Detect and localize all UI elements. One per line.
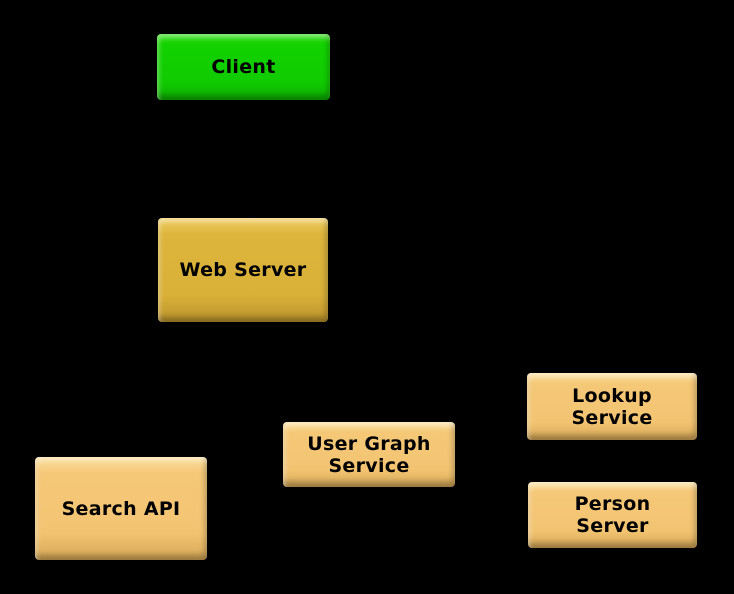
node-search-api-label: Search API (61, 497, 181, 520)
node-lookup-service: Lookup Service (527, 373, 697, 440)
node-web-server: Web Server (158, 218, 328, 322)
node-lookup-service-label: Lookup Service (571, 384, 653, 429)
node-user-graph-service-label: User Graph Service (307, 432, 431, 477)
node-search-api: Search API (35, 457, 207, 560)
node-client: Client (157, 34, 330, 100)
node-client-label: Client (211, 56, 276, 78)
node-web-server-label: Web Server (179, 259, 307, 281)
node-user-graph-service: User Graph Service (283, 422, 455, 487)
node-person-server-label: Person Server (574, 493, 651, 537)
node-person-server: Person Server (528, 482, 697, 548)
